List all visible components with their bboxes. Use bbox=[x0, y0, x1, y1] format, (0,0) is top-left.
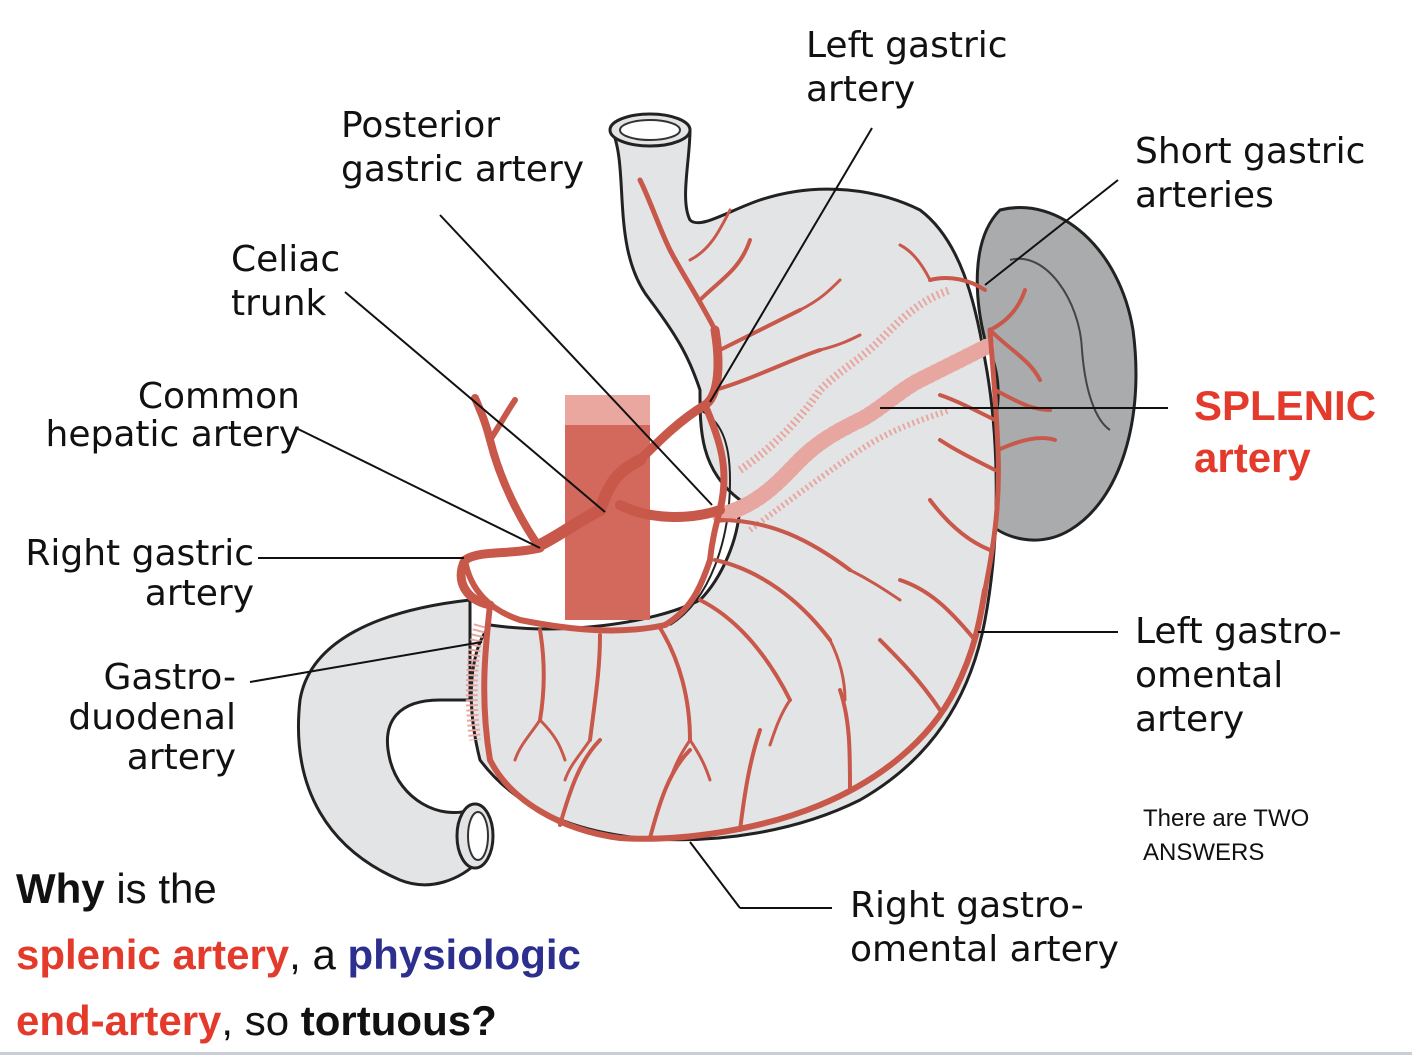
lesser-curvature-inner bbox=[669, 409, 732, 626]
question-text: Why is the splenic artery, a physiologic… bbox=[16, 856, 581, 1054]
leader-lines bbox=[249, 127, 1168, 909]
label-right-gastric-artery: Right gastric artery bbox=[25, 533, 254, 614]
bottom-rule bbox=[0, 1052, 1412, 1055]
note-two-answers: There are TWO ANSWERS bbox=[1143, 805, 1310, 866]
label-right-gastroomental-artery: Right gastro- omental artery bbox=[850, 885, 1119, 970]
label-posterior-gastric-artery: Posterior gastric artery bbox=[341, 105, 585, 190]
question-line-2: splenic artery, a physiologic bbox=[16, 931, 581, 978]
label-splenic-artery: SPLENIC artery bbox=[1194, 382, 1377, 481]
label-left-gastroomental-artery: Left gastro- omental artery bbox=[1135, 611, 1342, 740]
label-gastroduodenal-artery: Gastro- duodenal artery bbox=[68, 657, 236, 778]
question-line-1: Why is the bbox=[16, 865, 217, 912]
label-short-gastric-arteries: Short gastric arteries bbox=[1135, 131, 1366, 216]
splenic-artery-tortuous bbox=[712, 337, 998, 523]
label-celiac-trunk: Celiac trunk bbox=[231, 239, 341, 324]
question-line-3: end-artery, so tortuous? bbox=[16, 997, 497, 1044]
artery-network bbox=[456, 177, 1057, 842]
duodenum bbox=[297, 598, 482, 887]
label-left-gastric-artery: Left gastric artery bbox=[806, 25, 1008, 110]
label-common-hepatic-artery: Common hepatic artery bbox=[45, 376, 300, 455]
spleen bbox=[975, 206, 1138, 542]
spleen-hilum bbox=[1009, 257, 1111, 431]
